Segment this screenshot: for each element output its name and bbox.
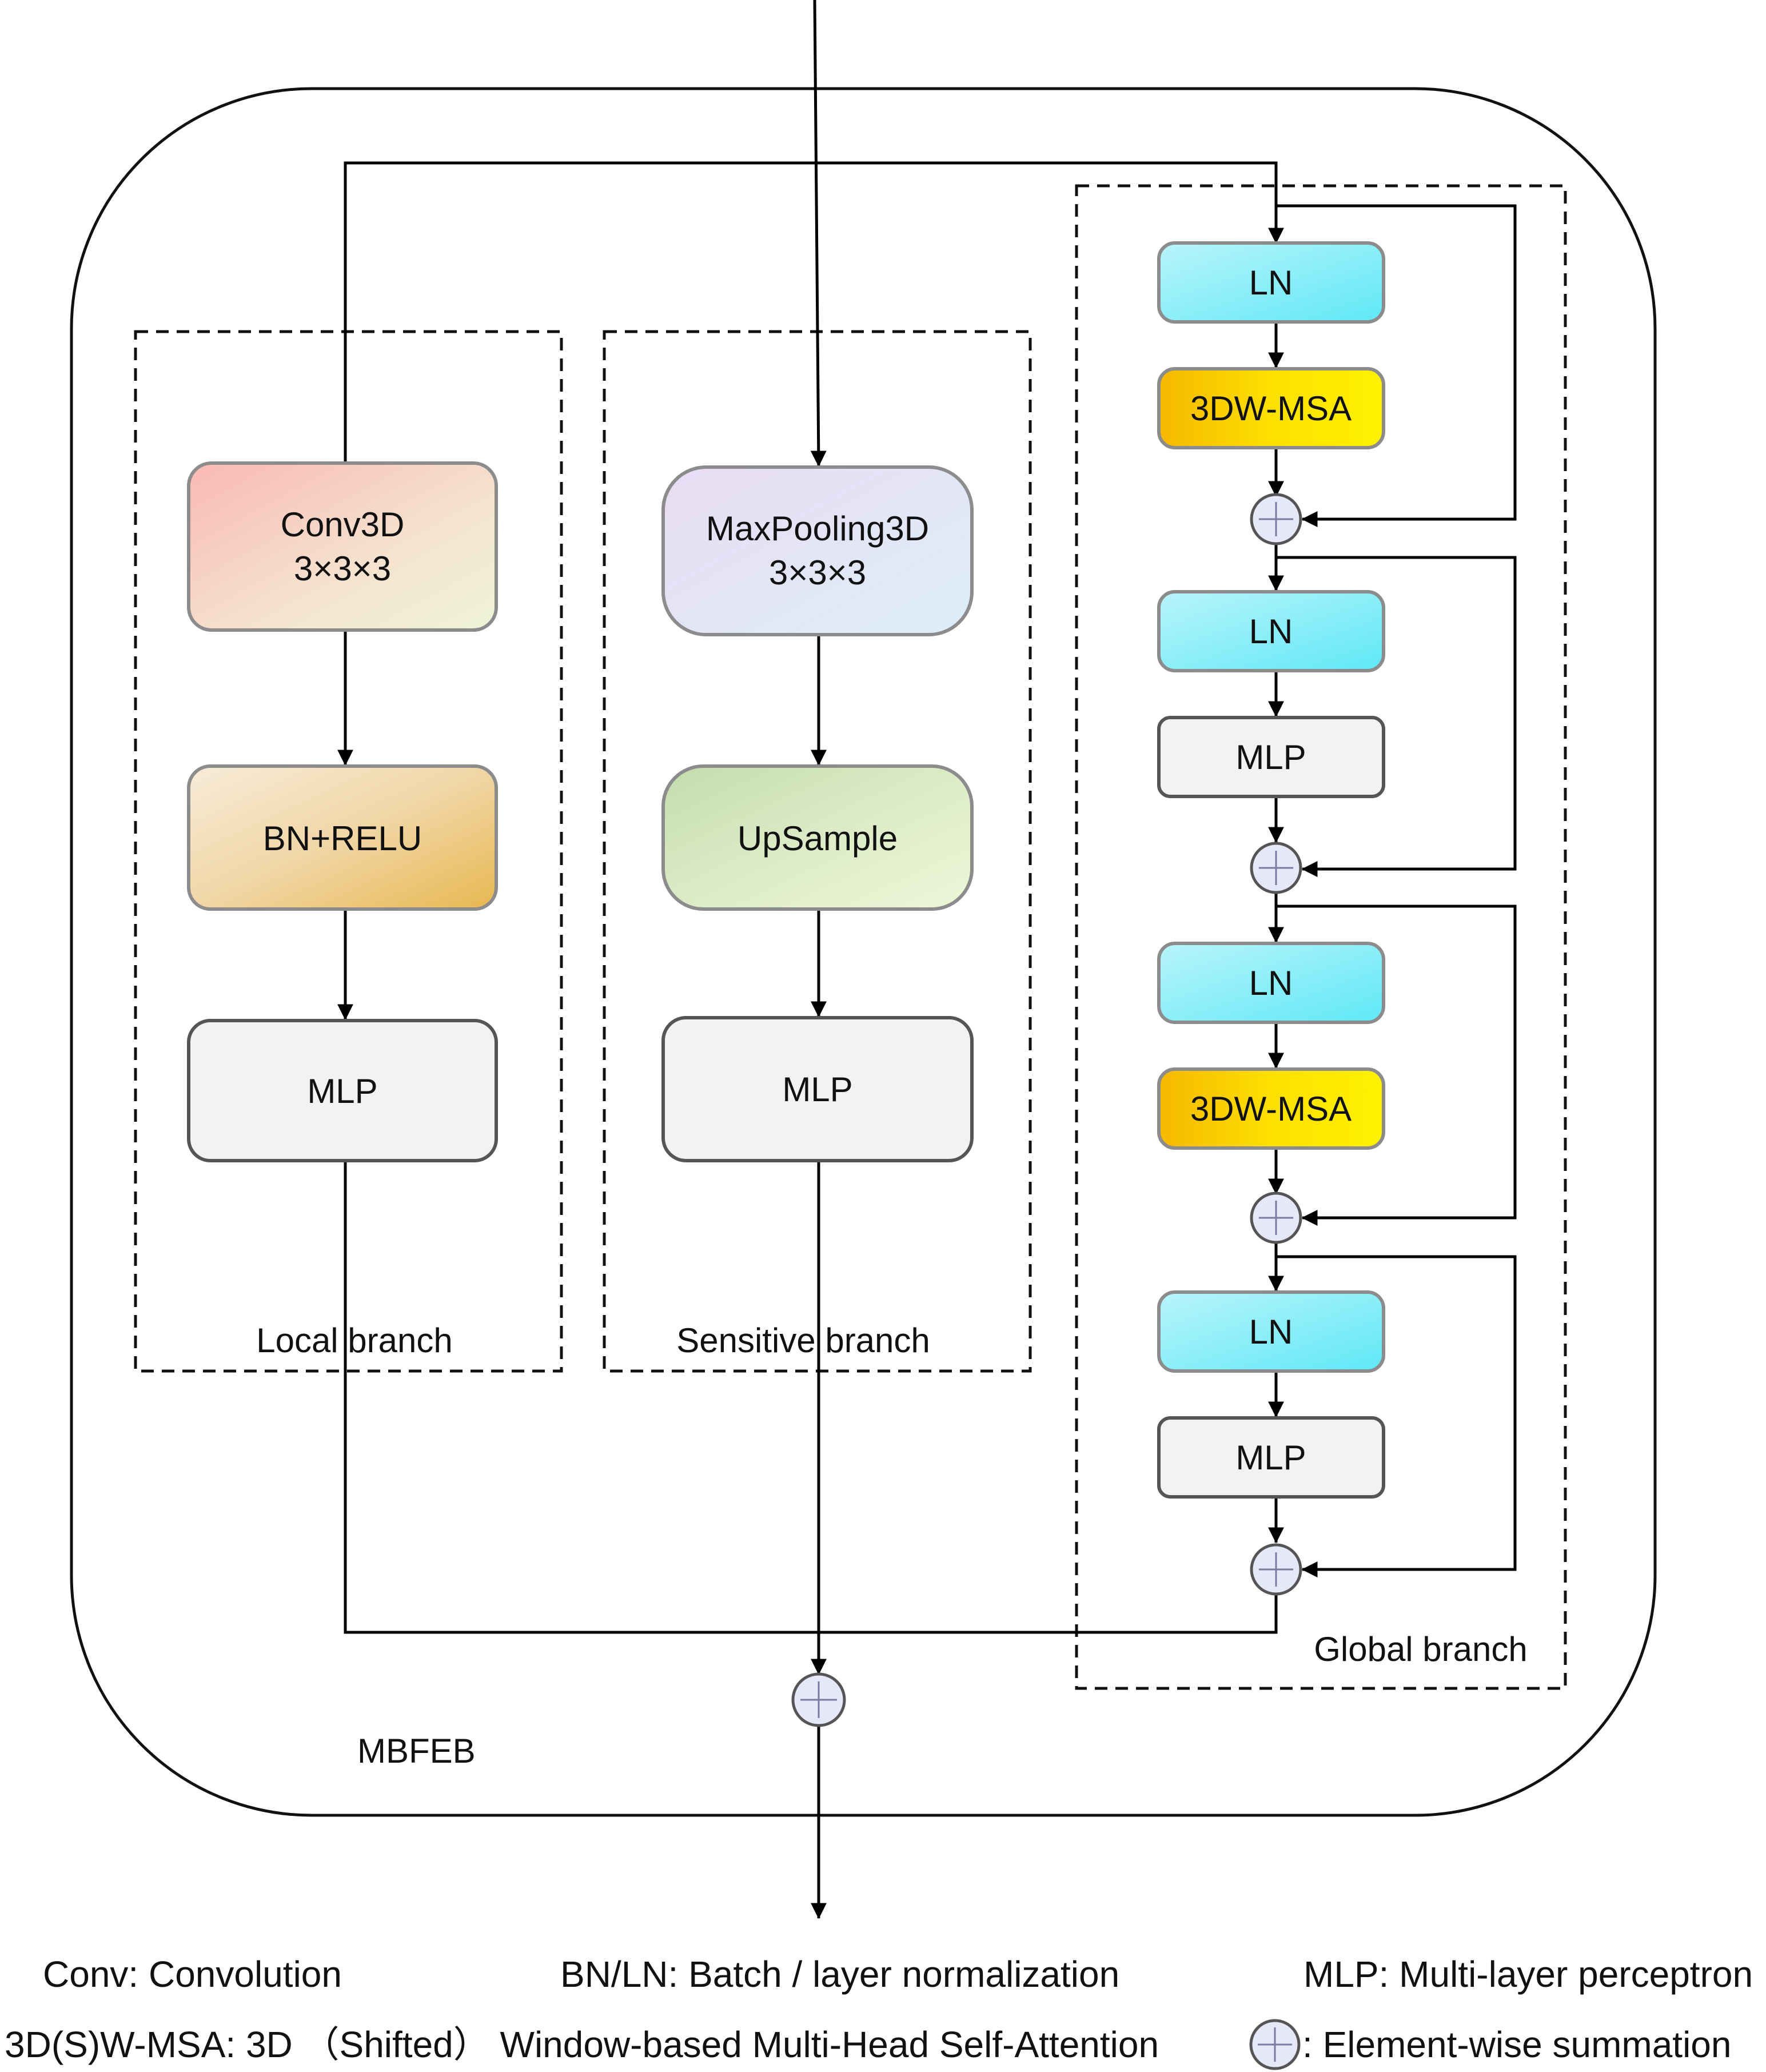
local-branch-frame bbox=[134, 330, 563, 1373]
global-skip-2 bbox=[1276, 556, 1517, 877]
global-ln-3-label: LN bbox=[1249, 964, 1293, 1002]
global-ln-4: LN bbox=[1157, 1290, 1385, 1373]
global-mlp-1: MLP bbox=[1157, 716, 1385, 798]
global-mlp-1-label: MLP bbox=[1235, 738, 1306, 776]
mbfeb-label: MBFEB bbox=[357, 1732, 476, 1770]
sensitive-mlp-block: MLP bbox=[661, 1016, 974, 1162]
maxpooling3d-block: MaxPooling3D 3×3×3 bbox=[661, 465, 974, 636]
bn-relu-label: BN+RELU bbox=[263, 819, 422, 858]
conv3d-block: Conv3D 3×3×3 bbox=[187, 461, 498, 632]
sum-icon bbox=[1250, 1192, 1302, 1244]
sum-icon bbox=[1250, 1543, 1302, 1596]
global-msa-2-label: 3DW-MSA bbox=[1190, 1090, 1352, 1128]
local-mlp-block: MLP bbox=[187, 1019, 498, 1162]
sum-nodes bbox=[791, 493, 1302, 1727]
sum-icon bbox=[1250, 493, 1302, 545]
mbfeb-container bbox=[70, 87, 1657, 1817]
legend-mlp: MLP: Multi-layer perceptron bbox=[1303, 1954, 1753, 1995]
legend-bnln: BN/LN: Batch / layer normalization bbox=[560, 1954, 1119, 1995]
upsample-block: UpSample bbox=[661, 764, 974, 911]
local-branch-label: Local branch bbox=[256, 1321, 453, 1360]
global-to-fusion bbox=[819, 1595, 1278, 1634]
global-mlp-2: MLP bbox=[1157, 1416, 1385, 1499]
legend-sum-icon bbox=[1249, 2019, 1301, 2070]
global-ln-1: LN bbox=[1157, 241, 1385, 324]
global-msa-1-label: 3DW-MSA bbox=[1190, 389, 1352, 428]
sum-icon bbox=[1250, 842, 1302, 894]
legend-sum: : Element-wise summation bbox=[1302, 2024, 1731, 2065]
maxpooling3d-label: MaxPooling3D bbox=[706, 509, 929, 548]
global-msa-1: 3DW-MSA bbox=[1157, 367, 1385, 449]
global-ln-2-label: LN bbox=[1249, 612, 1293, 651]
connectors bbox=[337, 0, 1517, 1919]
global-branch-label: Global branch bbox=[1314, 1630, 1528, 1668]
legend-msa: 3D(S)W-MSA: 3D （Shifted） Window-based Mu… bbox=[5, 2024, 1159, 2065]
legend: Conv: Convolution BN/LN: Batch / layer n… bbox=[5, 1954, 1753, 2070]
local-to-fusion bbox=[344, 1161, 819, 1634]
global-ln-4-label: LN bbox=[1249, 1313, 1293, 1351]
global-ln-2: LN bbox=[1157, 590, 1385, 672]
global-mlp-2-label: MLP bbox=[1235, 1439, 1306, 1477]
input-line bbox=[810, 0, 827, 467]
split-line bbox=[344, 161, 1284, 463]
global-skip-3 bbox=[1276, 904, 1517, 1226]
global-msa-2: 3DW-MSA bbox=[1157, 1067, 1385, 1150]
global-ln-3: LN bbox=[1157, 942, 1385, 1024]
maxpooling3d-kernel-label: 3×3×3 bbox=[769, 553, 866, 592]
global-skip-1 bbox=[1276, 204, 1517, 527]
global-ln-1-label: LN bbox=[1249, 264, 1293, 302]
global-branch-frame bbox=[1075, 184, 1567, 1690]
upsample-label: UpSample bbox=[738, 819, 898, 858]
conv3d-kernel-label: 3×3×3 bbox=[294, 549, 391, 588]
sum-icon bbox=[791, 1672, 846, 1727]
local-mlp-label: MLP bbox=[307, 1072, 377, 1110]
legend-conv: Conv: Convolution bbox=[43, 1954, 342, 1995]
sensitive-branch-label: Sensitive branch bbox=[676, 1321, 930, 1360]
conv3d-label: Conv3D bbox=[281, 505, 405, 544]
global-skip-4 bbox=[1276, 1255, 1517, 1577]
bn-relu-block: BN+RELU bbox=[187, 764, 498, 911]
sensitive-mlp-label: MLP bbox=[782, 1070, 852, 1109]
